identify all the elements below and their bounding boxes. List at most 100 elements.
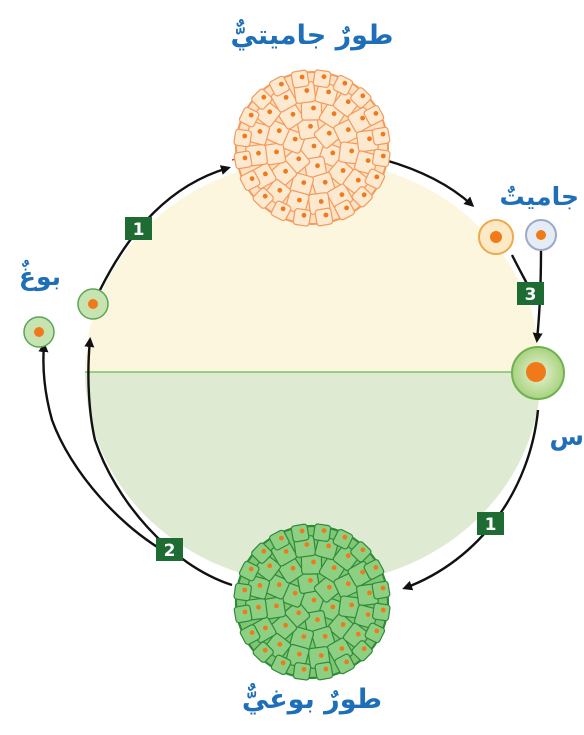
cell-nucleus [274, 149, 279, 155]
cell [363, 105, 385, 126]
cell-nucleus [326, 89, 331, 95]
cell [270, 200, 292, 222]
cell-nucleus [292, 590, 298, 596]
svg-text:1: 1 [485, 515, 497, 535]
spore-cell-outer [23, 316, 55, 348]
cell-nucleus [283, 549, 289, 554]
cell-nucleus [373, 111, 379, 116]
cell [233, 128, 252, 148]
cell-nucleus [299, 74, 305, 80]
cell-nucleus [318, 199, 324, 204]
cell [233, 582, 252, 602]
cell-nucleus [292, 136, 298, 142]
cell-nucleus [256, 150, 261, 156]
cell [233, 604, 253, 624]
cell-nucleus [301, 666, 307, 672]
cell-nucleus [249, 630, 255, 635]
cell-nucleus [380, 131, 386, 137]
cell-nucleus [344, 205, 349, 211]
cell-nucleus [248, 112, 254, 118]
cell-nucleus [242, 609, 248, 615]
cell-nucleus [361, 646, 367, 652]
cell [364, 168, 386, 190]
cell [314, 661, 334, 681]
step-badge-right-bottom: 1 [477, 512, 504, 535]
cell-nucleus [311, 597, 317, 603]
cell [290, 523, 310, 543]
cell [372, 148, 391, 168]
cell-nucleus [342, 80, 348, 86]
cell-nucleus [301, 212, 307, 218]
cell-nucleus [242, 587, 248, 593]
cell-nucleus [248, 566, 254, 572]
cell-nucleus [262, 647, 268, 653]
cell [372, 602, 391, 622]
cell-nucleus [297, 197, 302, 203]
cell-nucleus [242, 155, 248, 161]
cell-nucleus [283, 95, 289, 100]
cell [350, 87, 372, 109]
cell-nucleus [380, 607, 386, 613]
cell [252, 187, 274, 209]
cell-nucleus [360, 93, 366, 99]
cell-nucleus [311, 143, 317, 149]
cell-nucleus [340, 622, 346, 627]
cell-nucleus [360, 569, 365, 575]
cell-nucleus [323, 212, 329, 218]
cell-nucleus [326, 543, 331, 549]
cell-nucleus [367, 136, 372, 142]
cell-nucleus [365, 612, 371, 617]
gametophyte-cell-mass [233, 69, 391, 227]
cell-nucleus [380, 585, 386, 591]
cell [350, 541, 372, 563]
arrow-spore-to-gametophyte [98, 165, 231, 291]
cell-nucleus [279, 81, 284, 87]
cell-nucleus [299, 528, 305, 534]
cell-nucleus [296, 156, 302, 162]
cell [251, 88, 273, 110]
cell-nucleus [355, 177, 361, 183]
cell [252, 641, 274, 663]
cell-nucleus [374, 174, 380, 180]
label-sporophyte: طورٌ بوغيٌّ [242, 683, 382, 715]
cell-nucleus [261, 548, 267, 554]
cell-nucleus [345, 127, 351, 133]
step-badge-left-top: 1 [125, 217, 152, 240]
cell [292, 662, 312, 681]
cell-nucleus [257, 583, 263, 588]
cell [371, 580, 391, 600]
cell-nucleus [242, 133, 248, 139]
cell-nucleus [380, 153, 386, 159]
cell-nucleus [340, 168, 346, 173]
zygote-cell [511, 346, 565, 400]
cell-nucleus [349, 148, 355, 154]
cell-nucleus [249, 176, 255, 182]
cell-nucleus [304, 542, 310, 547]
cell-nucleus [304, 88, 310, 93]
cell-nucleus [263, 171, 268, 177]
cell-nucleus [280, 206, 286, 212]
cell-nucleus [277, 187, 283, 193]
cell [371, 126, 391, 146]
cell-nucleus [311, 105, 316, 111]
cell [334, 653, 355, 675]
cell-nucleus [308, 577, 313, 583]
arrow-sporophyte-to-spore-inner [84, 337, 233, 587]
cell-nucleus [267, 563, 273, 569]
cell-nucleus [355, 631, 361, 637]
svg-text:1: 1 [133, 220, 145, 240]
cell-nucleus [318, 653, 324, 658]
cell-nucleus [344, 659, 349, 665]
cell [251, 542, 273, 564]
cell-nucleus [323, 666, 329, 672]
cell-nucleus [331, 111, 337, 117]
cell-nucleus [360, 547, 366, 553]
cell-nucleus [267, 109, 273, 115]
cell [334, 199, 355, 221]
cell-nucleus [330, 150, 336, 156]
cell-nucleus [296, 610, 302, 616]
cell-nucleus [345, 581, 351, 587]
cell-nucleus [321, 74, 327, 80]
cell [239, 624, 261, 645]
svg-text:2: 2 [164, 541, 176, 561]
